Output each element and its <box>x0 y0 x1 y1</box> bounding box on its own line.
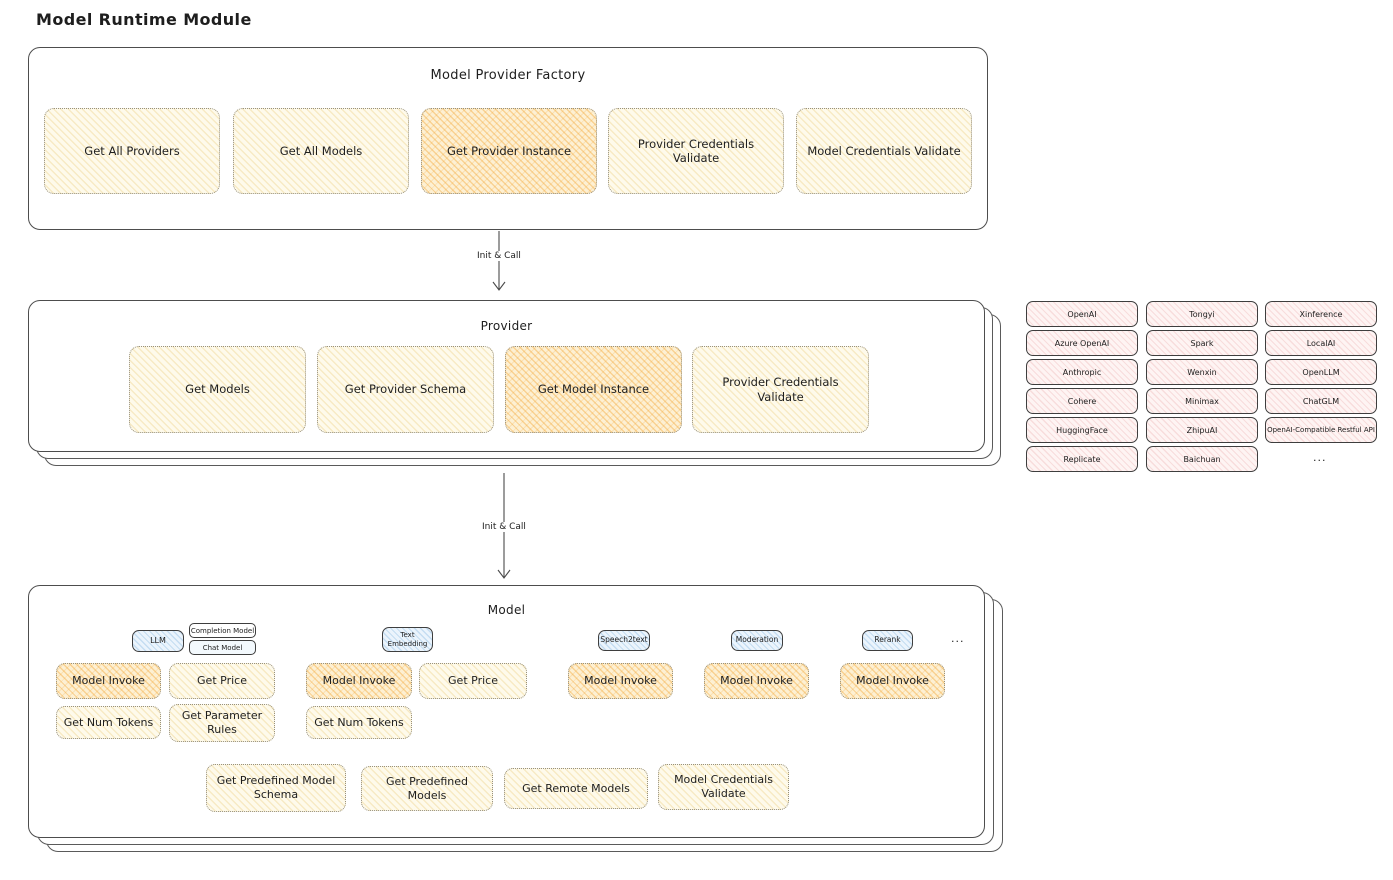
model-container: Model LLM Completion Model Chat Model Te… <box>28 585 985 838</box>
node-embedding-model-invoke: Model Invoke <box>306 663 412 699</box>
tag-completion-model: Completion Model <box>189 623 256 638</box>
arrow-label-init-call-1: Init & Call <box>473 251 525 261</box>
tag-llm: LLM <box>132 630 184 652</box>
provider-tongyi: Tongyi <box>1146 301 1258 327</box>
node-provider-credentials-validate-2: Provider Credentials Validate <box>692 346 869 433</box>
provider-azure-openai: Azure OpenAI <box>1026 330 1138 356</box>
node-speech2text-model-invoke: Model Invoke <box>568 663 673 699</box>
node-llm-model-invoke: Model Invoke <box>56 663 161 699</box>
provider-baichuan: Baichuan <box>1146 446 1258 472</box>
provider-chatglm: ChatGLM <box>1265 388 1377 414</box>
node-embedding-get-price: Get Price <box>419 663 527 699</box>
tags-ellipsis: ... <box>951 632 965 645</box>
factory-title: Model Provider Factory <box>430 68 586 83</box>
provider-xinference: Xinference <box>1265 301 1377 327</box>
provider-cohere: Cohere <box>1026 388 1138 414</box>
tag-text-embedding: Text Embedding <box>382 627 433 652</box>
node-get-provider-schema: Get Provider Schema <box>317 346 494 433</box>
node-get-provider-instance: Get Provider Instance <box>421 108 597 194</box>
provider-replicate: Replicate <box>1026 446 1138 472</box>
provider-openai: OpenAI <box>1026 301 1138 327</box>
provider-container: Provider Get Models Get Provider Schema … <box>28 300 985 452</box>
tag-moderation: Moderation <box>731 630 783 651</box>
node-provider-credentials-validate: Provider Credentials Validate <box>608 108 784 194</box>
tag-rerank: Rerank <box>862 630 913 651</box>
tag-speech2text: Speech2text <box>598 630 650 651</box>
provider-wenxin: Wenxin <box>1146 359 1258 385</box>
node-llm-get-parameter-rules: Get Parameter Rules <box>169 704 275 742</box>
node-get-predefined-models: Get Predefined Models <box>361 766 493 811</box>
node-moderation-model-invoke: Model Invoke <box>704 663 809 699</box>
node-get-model-instance: Get Model Instance <box>505 346 682 433</box>
provider-minimax: Minimax <box>1146 388 1258 414</box>
node-rerank-model-invoke: Model Invoke <box>840 663 945 699</box>
node-get-models: Get Models <box>129 346 306 433</box>
node-llm-get-price: Get Price <box>169 663 275 699</box>
provider-localai: LocalAI <box>1265 330 1377 356</box>
model-title: Model <box>487 603 526 617</box>
node-get-remote-models: Get Remote Models <box>504 768 648 809</box>
node-llm-get-num-tokens: Get Num Tokens <box>56 706 161 739</box>
provider-openllm: OpenLLM <box>1265 359 1377 385</box>
diagram-title: Model Runtime Module <box>36 10 252 29</box>
node-get-predefined-model-schema: Get Predefined Model Schema <box>206 764 346 812</box>
node-model-credentials-validate: Model Credentials Validate <box>796 108 972 194</box>
provider-spark: Spark <box>1146 330 1258 356</box>
provider-huggingface: HuggingFace <box>1026 417 1138 443</box>
provider-zhipuai: ZhipuAI <box>1146 417 1258 443</box>
provider-anthropic: Anthropic <box>1026 359 1138 385</box>
provider-openai-compatible: OpenAI-Compatible Restful API <box>1265 417 1377 443</box>
providers-ellipsis: ... <box>1313 451 1327 464</box>
node-get-all-models: Get All Models <box>233 108 409 194</box>
arrow-factory-to-provider <box>492 231 506 291</box>
node-get-all-providers: Get All Providers <box>44 108 220 194</box>
arrow-label-init-call-2: Init & Call <box>478 522 530 532</box>
provider-title: Provider <box>480 319 533 333</box>
node-model-credentials-validate-2: Model Credentials Validate <box>658 764 789 810</box>
tag-chat-model: Chat Model <box>189 640 256 655</box>
node-embedding-get-num-tokens: Get Num Tokens <box>306 706 412 739</box>
factory-container: Model Provider Factory Get All Providers… <box>28 47 988 230</box>
